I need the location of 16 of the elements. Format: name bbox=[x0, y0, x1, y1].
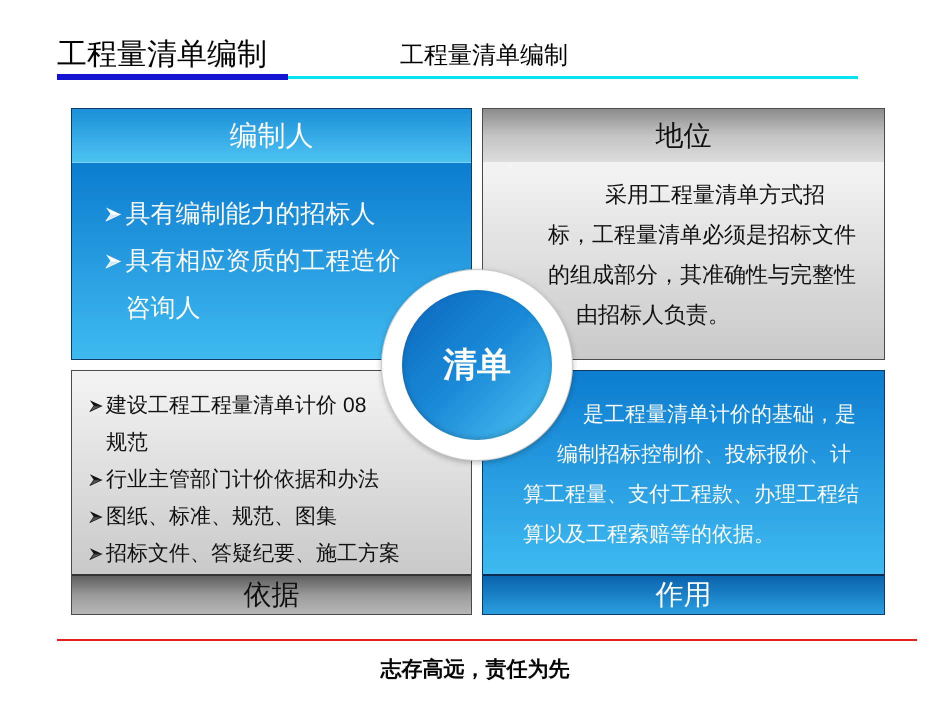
motto-text: 志存高远，责任为先 bbox=[380, 655, 570, 683]
slide-heading: 工程量清单编制 bbox=[400, 42, 568, 69]
bullet-text: 图纸、标准、规范、图集 bbox=[106, 504, 338, 530]
panel-title: 作用 bbox=[656, 578, 712, 612]
bullet-text: 具有编制能力的招标人 bbox=[126, 199, 376, 230]
paragraph-text: 采用工程量清单方式招标，工程量清单必须是招标文件的组成部分，其准确性与完整性由招标人负责。 bbox=[548, 182, 856, 327]
panel-title: 编制人 bbox=[230, 118, 314, 152]
panel-title: 依据 bbox=[244, 578, 300, 612]
bullet-text: 招标文件、答疑纪要、施工方案 bbox=[106, 541, 400, 567]
bullet-text: 行业主管部门计价依据和办法 bbox=[106, 467, 380, 493]
bullet-text: 建设工程工程量清单计价 08 规范 bbox=[106, 393, 368, 456]
bullet-text: 具有相应资质的工程造价咨询人 bbox=[126, 246, 402, 324]
panel-title: 地位 bbox=[656, 118, 712, 152]
circle-label: 清单 bbox=[443, 345, 511, 385]
paragraph-text: 是工程量清单计价的基础，是编制招标控制价、投标报价、计算工程量、支付工程款、办理工程结算以及工程索赔等的依据。 bbox=[523, 403, 859, 546]
slide-title: 工程量清单编制 bbox=[57, 37, 267, 73]
